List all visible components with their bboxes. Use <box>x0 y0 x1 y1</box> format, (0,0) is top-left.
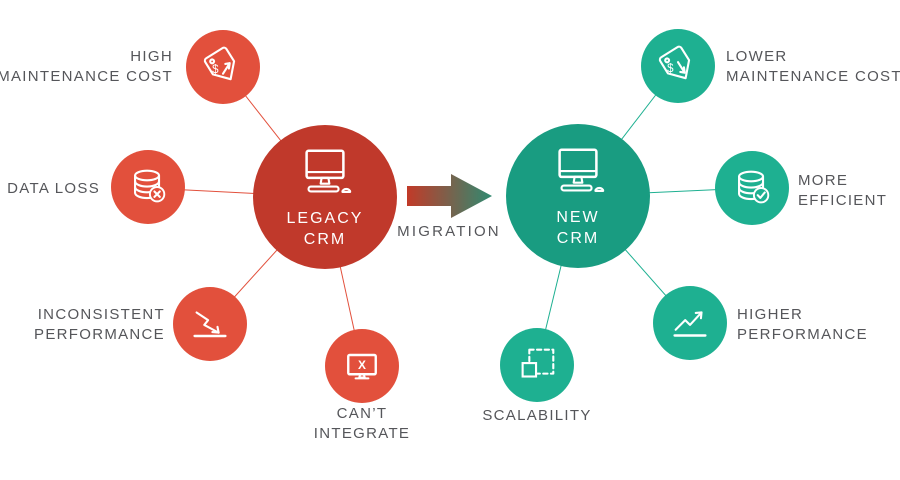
label-line: INCONSISTENT <box>37 306 165 323</box>
label-line: MAINTENANCE COST <box>726 68 900 86</box>
label-line: CAN’T <box>336 405 388 422</box>
label-line: LOWER <box>726 48 788 65</box>
node-inconsistent-performance <box>173 287 247 361</box>
desktop-computer-icon <box>305 149 352 193</box>
migration-label: MIGRATION <box>397 223 501 240</box>
label-line: INTEGRATE <box>313 425 411 443</box>
monitor-x-icon: X <box>347 353 377 380</box>
database-x-icon <box>134 169 166 203</box>
label-line: SCALABILITY <box>482 407 592 424</box>
node-higher-performance <box>653 286 727 360</box>
hub-legacy-label-line2: CRM <box>303 230 347 248</box>
node-more-efficient <box>715 151 789 225</box>
migration-arrow <box>407 174 492 218</box>
price-tag-up-icon: $ <box>203 46 236 81</box>
rising-arrow-icon <box>673 311 707 337</box>
hub-legacy-label-line1: LEGACY <box>286 209 364 227</box>
label-lower-maintenance-cost: LOWER MAINTENANCE COST <box>726 47 900 88</box>
label-line: PERFORMANCE <box>34 326 165 344</box>
database-check-icon <box>738 170 770 204</box>
label-line: HIGH <box>130 48 173 65</box>
svg-text:X: X <box>358 358 366 372</box>
node-cant-integrate: X <box>325 329 399 403</box>
label-scalability: SCALABILITY <box>437 406 637 426</box>
hub-legacy-label: LEGACY CRM <box>287 209 364 251</box>
hub-legacy-crm: LEGACY CRM <box>253 125 397 269</box>
desktop-computer-icon <box>558 148 605 192</box>
label-line: HIGHER <box>737 306 804 323</box>
label-line: DATA LOSS <box>7 180 100 197</box>
label-line: EFFICIENT <box>798 192 888 210</box>
label-data-loss: DATA LOSS <box>7 179 100 199</box>
label-more-efficient: MORE EFFICIENT <box>798 171 887 212</box>
label-cant-integrate: CAN’T INTEGRATE <box>262 404 462 445</box>
scale-squares-icon <box>521 348 555 378</box>
node-high-maintenance-cost: $ <box>186 30 260 104</box>
hub-new-crm: NEW CRM <box>506 124 650 268</box>
svg-text:$: $ <box>212 64 219 76</box>
price-tag-down-icon: $ <box>658 45 691 80</box>
hub-new-label-line2: CRM <box>556 229 600 247</box>
label-line: MAINTENANCE COST <box>0 68 173 86</box>
label-inconsistent-performance: INCONSISTENT PERFORMANCE <box>34 305 165 346</box>
label-higher-performance: HIGHER PERFORMANCE <box>737 305 868 346</box>
declining-arrow-icon <box>193 311 227 338</box>
hub-new-label-line1: NEW <box>556 208 600 226</box>
svg-text:$: $ <box>667 63 674 75</box>
node-data-loss <box>111 150 185 224</box>
label-high-maintenance-cost: HIGH MAINTENANCE COST <box>0 47 173 88</box>
node-lower-maintenance-cost: $ <box>641 29 715 103</box>
node-scalability <box>500 328 574 402</box>
hub-new-label: NEW CRM <box>556 208 599 250</box>
label-line: PERFORMANCE <box>737 326 868 344</box>
label-line: MORE <box>798 172 849 189</box>
